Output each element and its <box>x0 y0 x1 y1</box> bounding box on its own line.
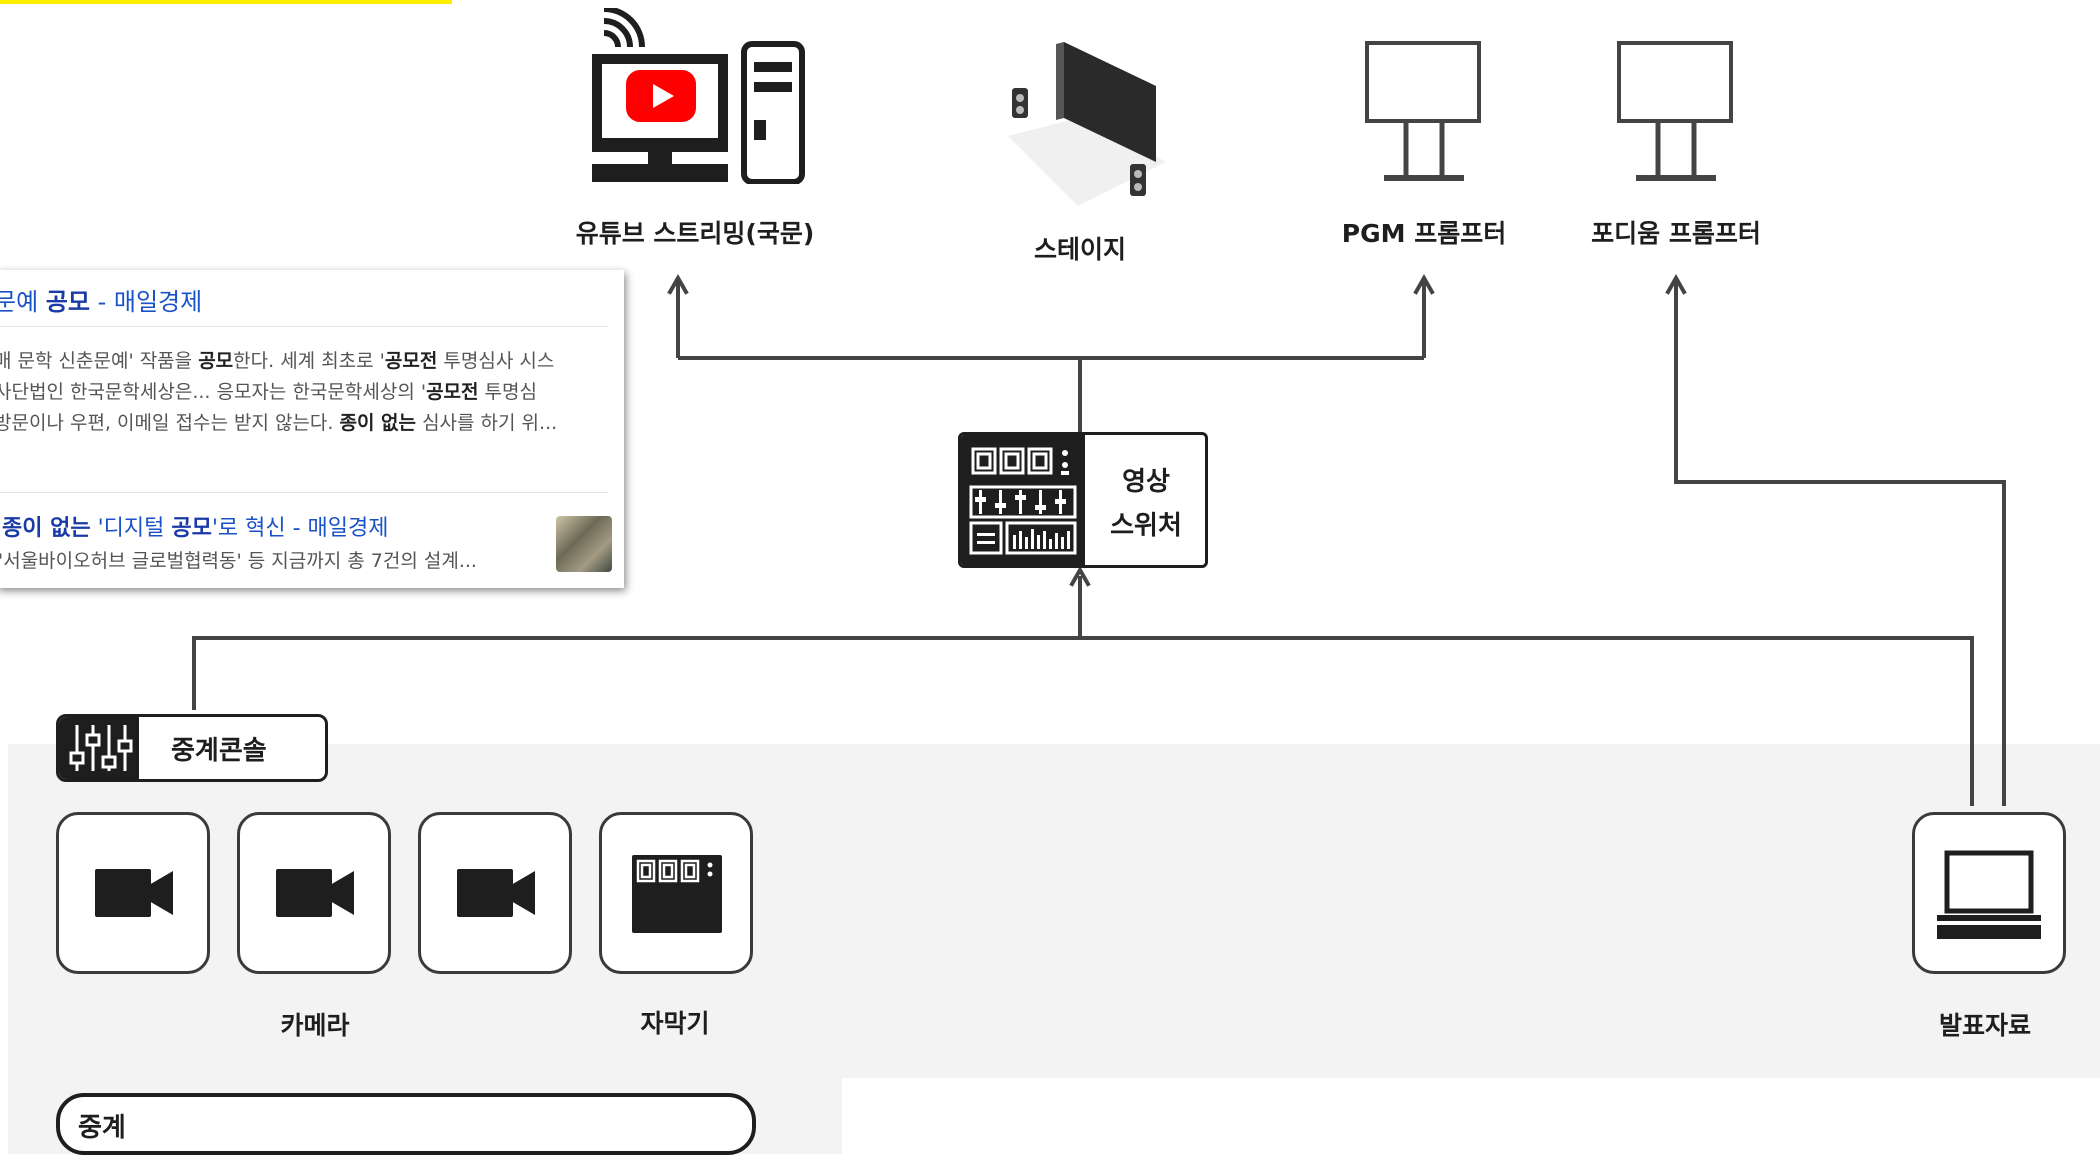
search-result-title-1[interactable]: 문예 공모 - 매일경제 <box>0 288 203 316</box>
search-snippet-line-1: 매 문학 신춘문예' 작품을 공모한다. 세계 최초로 '공모전 투명심사 시스 <box>0 350 555 372</box>
video-switcher: 영상 스위처 <box>958 432 1208 568</box>
switcher-label-line1: 영상 <box>1122 467 1170 497</box>
label-camera: 카메라 <box>280 1011 350 1040</box>
search-result-title-2[interactable]: 종이 없는 '디지털 공모'로 혁신 - 매일경제 <box>2 516 389 541</box>
connector-bottom-trunk <box>192 636 1974 806</box>
relay-label: 중계 <box>78 1113 126 1143</box>
video-camera-icon <box>276 869 354 917</box>
mixer-icon <box>969 447 1077 555</box>
arrowhead-podium <box>1665 273 1687 295</box>
stage-icon <box>1008 42 1166 206</box>
search-snippet-result-2: '서울바이오허브 글로벌협력동' 등 지금까지 총 7건의 설계... <box>0 550 477 572</box>
console-label: 중계콘솔 <box>171 736 267 766</box>
relay-group: 중계 <box>56 1093 756 1155</box>
arrowhead-youtube <box>667 273 689 295</box>
highlight-bar <box>0 0 452 4</box>
video-camera-icon <box>457 869 535 917</box>
podium-prompter-icon <box>1617 41 1733 181</box>
label-pgm-prompter: PGM 프롬프터 <box>1341 219 1507 248</box>
search-snippet-line-2: 사단법인 한국문학세상은... 응모자는 한국문학세상의 '공모전 투명심 <box>0 381 537 403</box>
laptop-icon <box>1937 850 2041 939</box>
label-stage: 스테이지 <box>1033 235 1126 264</box>
label-podium-prompter: 포디움 프롬프터 <box>1591 219 1761 248</box>
divider <box>0 492 608 493</box>
relay-console: 중계콘솔 <box>56 714 328 782</box>
label-caption: 자막기 <box>640 1009 710 1038</box>
pgm-prompter-icon <box>1365 41 1481 181</box>
arrowhead-switcher <box>1069 565 1091 587</box>
video-camera-icon <box>95 869 173 917</box>
youtube-pc-icon <box>592 8 805 184</box>
arrowhead-pgm <box>1413 273 1435 295</box>
divider <box>0 326 608 327</box>
search-snippet-line-3: 방문이나 우편, 이메일 접수는 받지 않는다. 종이 없는 심사를 하기 위.… <box>0 412 558 434</box>
switcher-panel <box>961 435 1085 565</box>
caption-device-icon <box>632 855 722 933</box>
sliders-icon <box>69 725 133 771</box>
caption-generator-box <box>599 812 753 974</box>
label-presentation: 발표자료 <box>1938 1011 2031 1040</box>
label-youtube: 유튜브 스트리밍(국문) <box>575 219 815 248</box>
switcher-label-line2: 스위처 <box>1110 511 1182 541</box>
camera-box-1 <box>56 812 210 974</box>
arrow-to-podium <box>1674 282 2006 806</box>
presentation-box <box>1912 812 2066 974</box>
search-result-thumbnail[interactable] <box>556 516 612 572</box>
camera-box-2 <box>237 812 391 974</box>
search-result-panel: 문예 공모 - 매일경제 매 문학 신춘문예' 작품을 공모한다. 세계 최초로… <box>0 270 624 588</box>
console-panel <box>59 717 139 779</box>
camera-box-3 <box>418 812 572 974</box>
